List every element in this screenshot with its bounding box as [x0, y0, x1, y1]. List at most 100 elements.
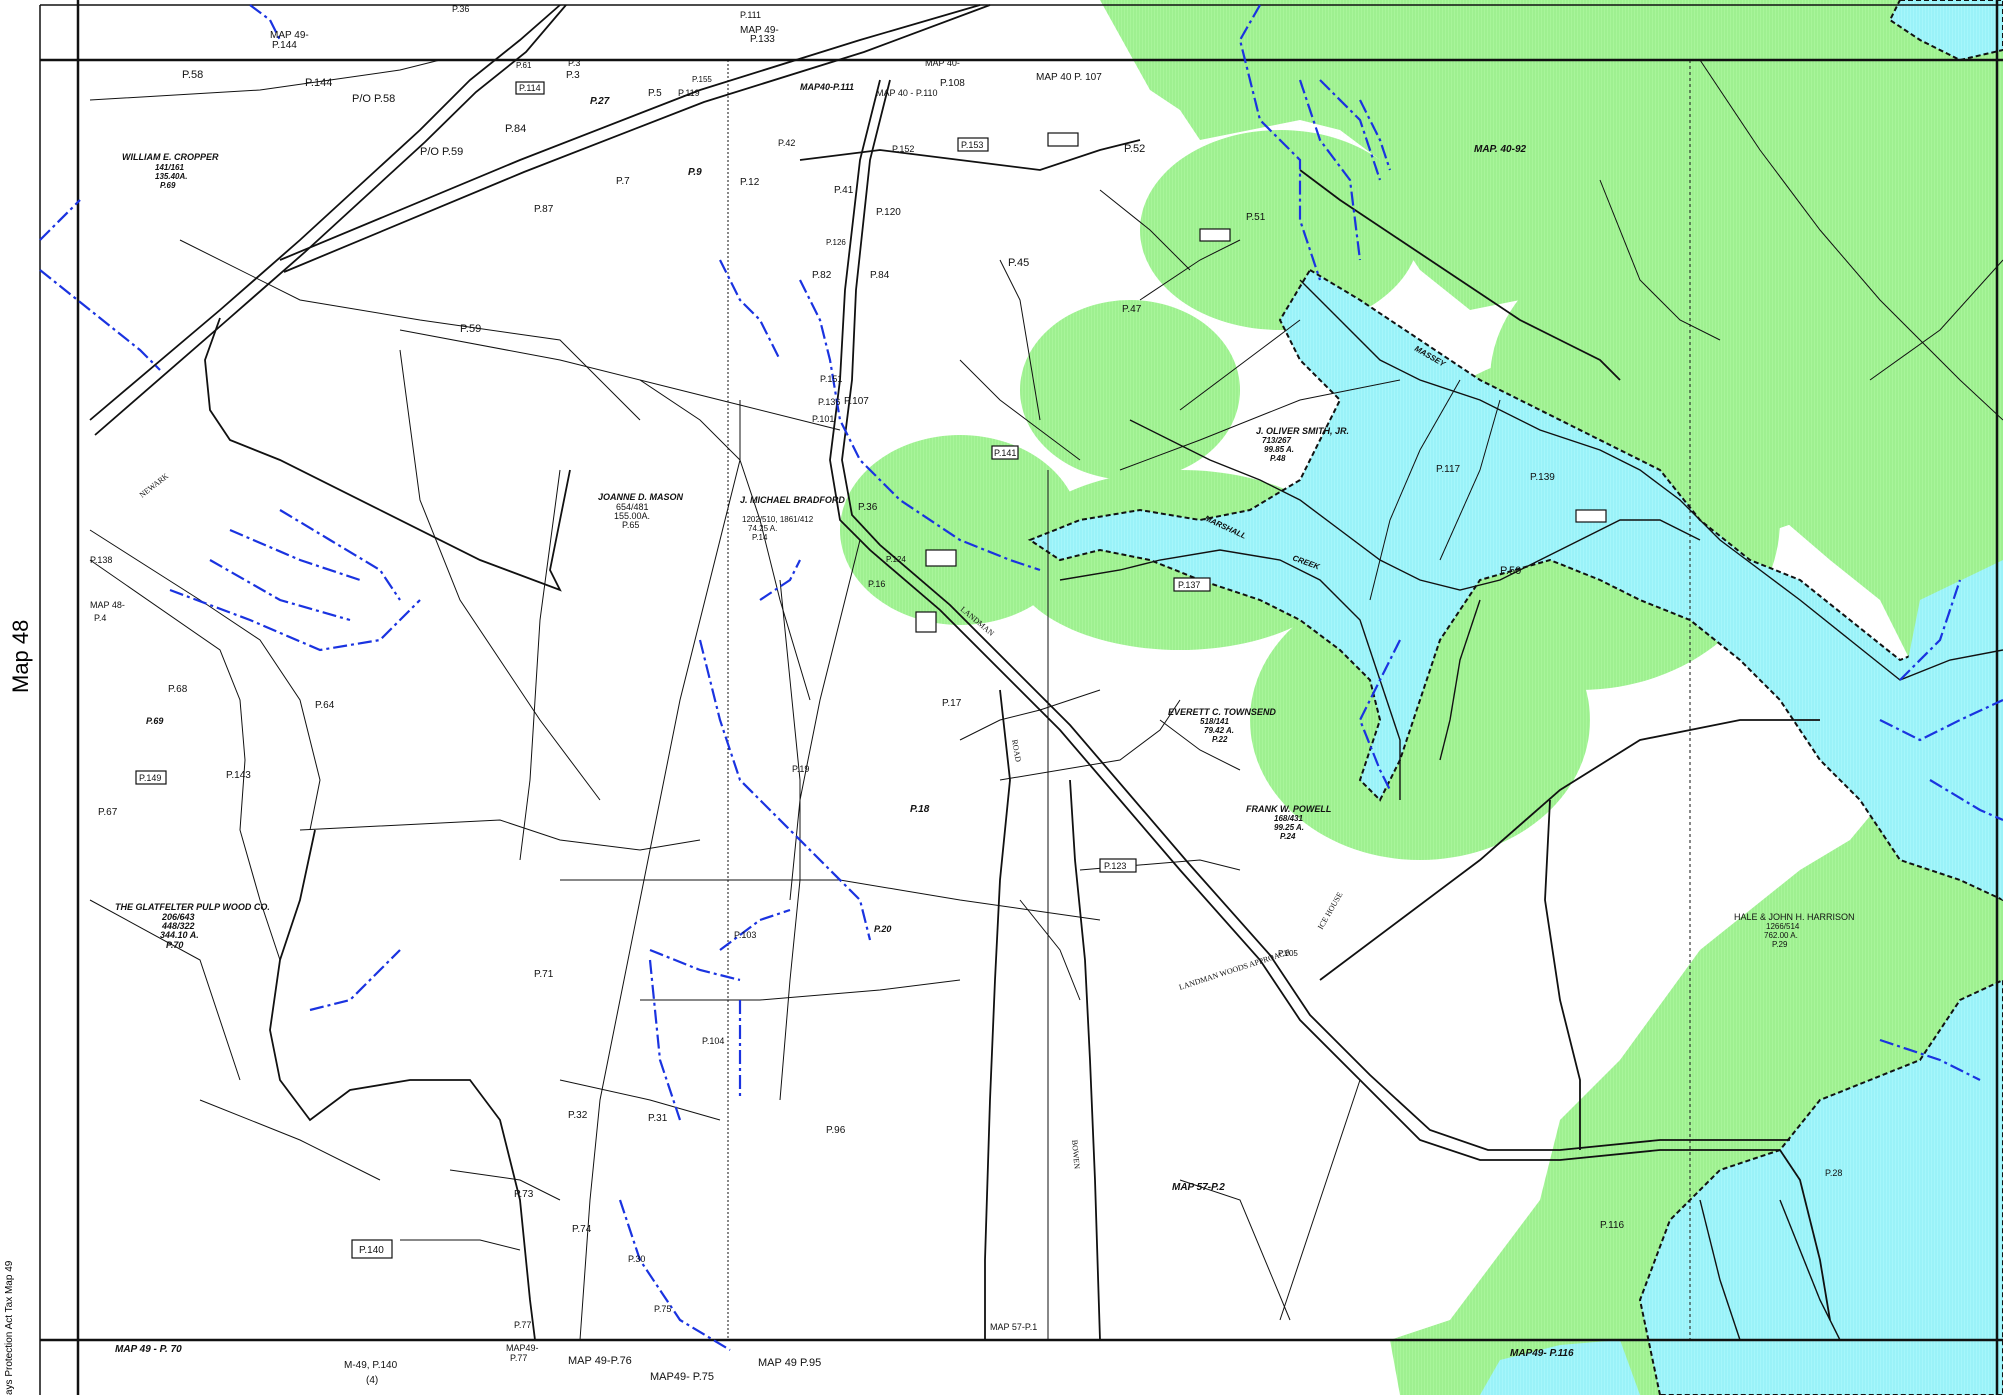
parcel-label: P.140 [359, 1245, 384, 1256]
label-top: P/O P.58 [352, 93, 395, 105]
owner-label: HALE & JOHN H. HARRISON [1734, 912, 1855, 922]
parcel-label: P.136 [818, 397, 840, 407]
parcel-label: P.153 [961, 140, 983, 150]
label-bottom: P.77 [510, 1353, 527, 1363]
label-top: P.119 [678, 88, 700, 98]
parcel-label: P.123 [1104, 861, 1126, 871]
parcel-label: P.152 [892, 144, 914, 154]
parcel-label: P.19 [792, 764, 809, 774]
owner-label: THE GLATFELTER PULP WOOD CO. [115, 902, 270, 912]
label-top: P.111 [740, 10, 761, 20]
road-label: ROAD [1010, 739, 1023, 763]
parcel-label: P.149 [139, 773, 161, 783]
parcel-label: P.16 [868, 579, 885, 589]
road-label: ICE HOUSE [1316, 890, 1345, 931]
deed-label: 168/431 [1274, 814, 1303, 823]
parcel-label: P.75 [654, 1304, 671, 1314]
parcel-label: P.120 [876, 207, 901, 218]
parcel-label: P.74 [572, 1224, 592, 1235]
creek-banks [1059, 279, 2003, 1341]
parcel-label: P.96 [826, 1125, 846, 1136]
deed-label: 448/322 [161, 921, 195, 931]
parcel-label: P.9 [688, 167, 702, 178]
label-top: MAP 40 - P.110 [876, 88, 938, 98]
label-top: MAP 49- [270, 30, 309, 41]
deed-label: 99.85 A. [1264, 445, 1294, 454]
deed-label: 1202/510, 1861/412 [742, 515, 814, 524]
parcel-label: P.12 [740, 177, 760, 188]
parcel-label: P.143 [226, 770, 251, 781]
map-frame [39, 0, 2003, 1395]
parcel-label: P.126 [826, 238, 846, 247]
deed-label: 141/161 [155, 163, 184, 172]
parcel-label: P.69 [146, 716, 163, 726]
parcel-label: P.124 [886, 555, 906, 564]
parcel-label: P.50 [1500, 565, 1521, 577]
parcel-label: P.31 [648, 1113, 668, 1124]
parcel-label: P.71 [534, 969, 554, 980]
parcel-label: P.101 [812, 414, 834, 424]
deed-label: P.69 [160, 181, 176, 190]
label-top: P.114 [519, 83, 541, 93]
road-network [89, 4, 1831, 1341]
road-label: NEWARK [138, 471, 171, 499]
label-top: P.5 [648, 88, 662, 99]
deed-label: P.48 [1270, 454, 1286, 463]
parcel-label: P.82 [812, 270, 832, 281]
label-bottom: MAP49- P.75 [650, 1371, 714, 1383]
parcel-label: P.59 [460, 323, 481, 335]
parcel-label: P.107 [844, 396, 869, 407]
owner-label: J. MICHAEL BRADFORD [740, 495, 845, 505]
label-top: MAP 49- [740, 25, 779, 36]
parcel-tag-boxes [135, 81, 1607, 1259]
label-top: P.84 [505, 123, 526, 135]
parcel-label: P.105 [1278, 949, 1298, 958]
parcel-boundaries [89, 59, 2003, 1341]
label-top: P.144 [272, 40, 297, 51]
deed-label: 518/141 [1200, 717, 1229, 726]
parcel-label: P.151 [820, 374, 842, 384]
sheet-side-label: Map 48 [8, 619, 33, 693]
parcel-label: P.61 [516, 61, 532, 70]
parcel-label: P.137 [1178, 580, 1200, 590]
parcel-label: P.73 [514, 1189, 534, 1200]
deed-label: P.65 [622, 520, 639, 530]
parcel-label: P.45 [1008, 257, 1029, 269]
label-top: P.58 [182, 69, 203, 81]
parcel-label: P.116 [1600, 1220, 1625, 1231]
parcel-label: P.42 [778, 138, 795, 148]
parcel-label: P.36 [858, 502, 878, 513]
label-top: MAP40-P.111 [800, 82, 854, 92]
label-bottom: MAP 49 P.95 [758, 1357, 821, 1369]
parcel-label: P.138 [90, 555, 112, 565]
deed-label: P.14 [752, 533, 768, 542]
owner-label: EVERETT C. TOWNSEND [1168, 707, 1276, 717]
parcel-label: P.67 [98, 807, 118, 818]
deed-label: 344.10 A. [160, 930, 199, 940]
label-top: MAP 40- [925, 58, 960, 68]
label-bottom: MAP49- [506, 1343, 539, 1353]
label-top: P.36 [452, 4, 469, 14]
parcel-label: MAP 57-P.2 [1172, 1182, 1225, 1193]
parcel-label: P.87 [534, 204, 554, 215]
parcel-label: P.41 [834, 185, 854, 196]
deed-label: 79.42 A. [1204, 726, 1234, 735]
parcel-label: P.32 [568, 1110, 588, 1121]
parcel-label: MAP 57-P.1 [990, 1322, 1037, 1332]
parcel-label: P.117 [1436, 464, 1461, 475]
deed-label: 74.25 A. [748, 524, 777, 533]
deed-label: 713/267 [1262, 436, 1291, 445]
label-top: MAP. 40-92 [1474, 144, 1527, 155]
label-bottom: MAP 49 - P. 70 [115, 1344, 182, 1355]
deed-label: P.70 [166, 940, 183, 950]
sheet-side-footer: ays Protection Act Tax Map 49 [4, 1260, 15, 1395]
label-top: P.52 [1124, 143, 1145, 155]
parcel-label: P.139 [1530, 472, 1555, 483]
road-label: BOWEN [1070, 1139, 1082, 1169]
label-top: P.155 [692, 75, 712, 84]
deed-label: 206/643 [161, 912, 195, 922]
deed-label: P.29 [1772, 940, 1788, 949]
parcel-label: P.30 [628, 1254, 645, 1264]
deed-label: 135.40A. [155, 172, 187, 181]
